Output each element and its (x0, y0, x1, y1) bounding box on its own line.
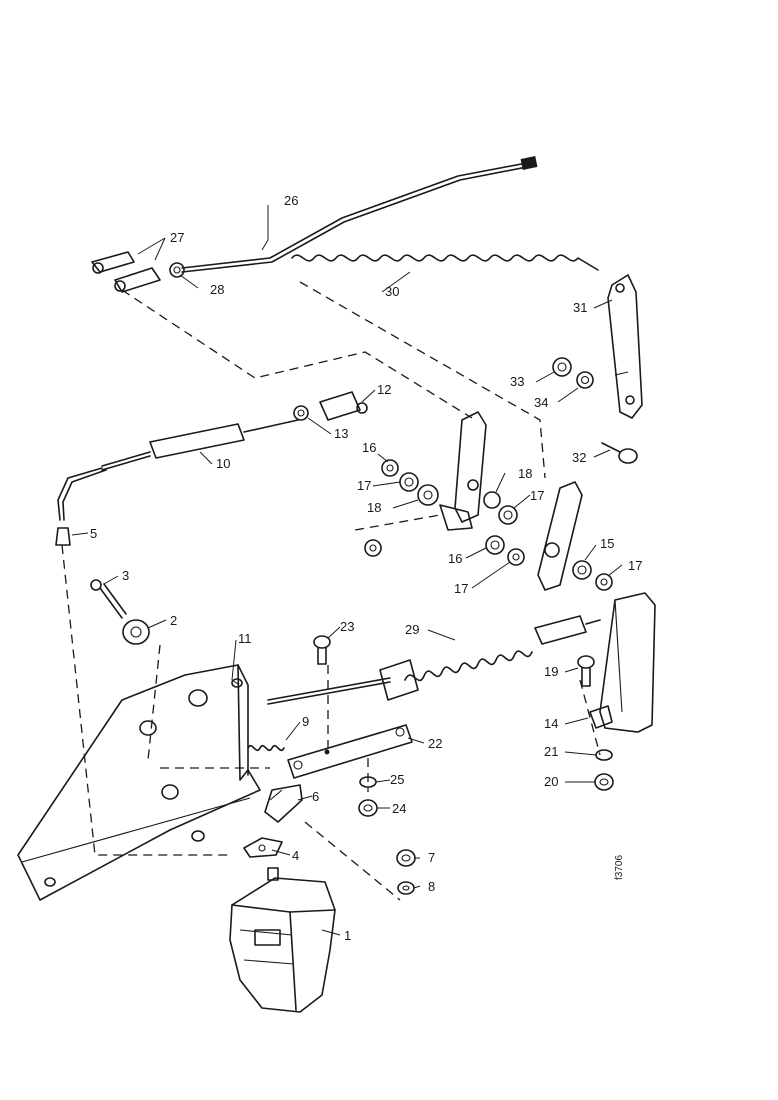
nut-part-24 (358, 799, 378, 817)
bracket-part-6 (264, 784, 303, 823)
label-13: 13 (334, 426, 348, 441)
washer-part-8 (397, 881, 415, 895)
leader-lines (71, 205, 623, 936)
label-20: 20 (544, 774, 558, 789)
actuator-part-1 (229, 867, 336, 1013)
bracket-part-11 (17, 664, 261, 901)
label-34: 34 (534, 395, 548, 410)
label-9: 9 (302, 714, 309, 729)
label-22: 22 (428, 736, 442, 751)
label-12: 12 (377, 382, 391, 397)
label-17-left: 17 (357, 478, 371, 493)
label-18-right: 18 (518, 466, 532, 481)
label-29: 29 (405, 622, 419, 637)
label-16-bottom: 16 (448, 551, 462, 566)
label-25: 25 (390, 772, 404, 787)
label-14: 14 (544, 716, 558, 731)
bolt-part-23 (313, 635, 331, 665)
assembly-dashed-lines (61, 281, 601, 901)
label-23: 23 (340, 619, 354, 634)
washer-part-34 (576, 371, 594, 389)
label-21: 21 (544, 744, 558, 759)
bolt-part-3 (90, 579, 127, 619)
label-11: 11 (238, 631, 252, 646)
label-33: 33 (510, 374, 524, 389)
clevis-part-27 (91, 251, 161, 293)
washer-part-21 (595, 749, 613, 761)
bushings-group (364, 459, 613, 591)
plate-part-22 (287, 724, 413, 779)
nut-part-5 (55, 527, 71, 546)
part-labels: 26 27 28 30 31 33 34 32 12 13 10 5 3 2 1… (90, 193, 642, 943)
label-7: 7 (428, 850, 435, 865)
damper-part-10 (57, 419, 299, 521)
label-27: 27 (170, 230, 184, 245)
spring-part-9 (247, 744, 285, 752)
label-18-left: 18 (367, 500, 381, 515)
label-8: 8 (428, 879, 435, 894)
clevis-part-12 (319, 391, 368, 421)
label-17-mid: 17 (530, 488, 544, 503)
label-4: 4 (292, 848, 299, 863)
nut-part-13 (293, 405, 309, 421)
lever-plate-part-31 (607, 274, 643, 419)
rod-part-26 (181, 156, 538, 273)
label-17-right: 17 (628, 558, 642, 573)
label-6: 6 (312, 789, 319, 804)
spring-part-30 (291, 254, 599, 271)
middle-lever-right (537, 481, 583, 591)
label-15-right: 15 (600, 536, 614, 551)
bush-part-2 (122, 619, 150, 645)
pin-part-32 (601, 442, 638, 464)
label-2: 2 (170, 613, 177, 628)
label-3: 3 (122, 568, 129, 583)
nut-part-7 (396, 849, 416, 867)
lever-part-14 (589, 592, 656, 733)
label-10: 10 (216, 456, 230, 471)
label-28: 28 (210, 282, 224, 297)
label-26: 26 (284, 193, 298, 208)
nut-part-33 (552, 357, 572, 377)
label-31: 31 (573, 300, 587, 315)
bracket-part-4 (243, 837, 283, 858)
nut-part-20 (594, 773, 614, 791)
label-32: 32 (572, 450, 586, 465)
spring-part-29 (267, 615, 601, 705)
figure-reference: f3706 (614, 855, 625, 880)
label-16-top: 16 (362, 440, 376, 455)
label-1: 1 (344, 928, 351, 943)
middle-lever-left (439, 411, 487, 531)
label-19: 19 (544, 664, 558, 679)
label-5: 5 (90, 526, 97, 541)
label-30: 30 (385, 284, 399, 299)
label-24: 24 (392, 801, 406, 816)
nut-part-28 (169, 262, 185, 278)
label-17-bottom: 17 (454, 581, 468, 596)
bolt-part-19 (577, 655, 595, 687)
